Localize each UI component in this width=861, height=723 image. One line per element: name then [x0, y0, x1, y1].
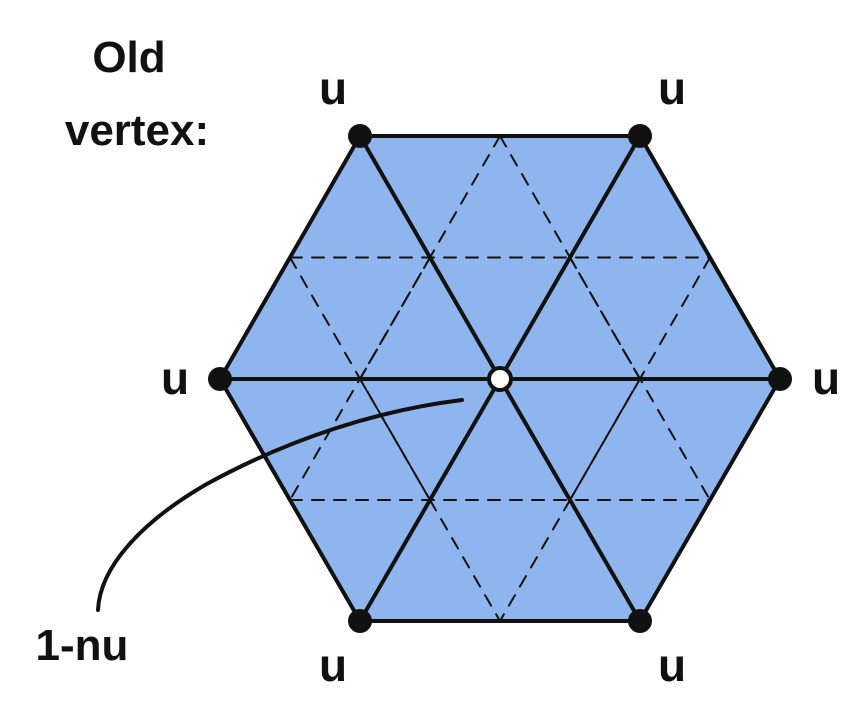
diagram-labels: Old vertex: u u u u u u 1-nu [36, 33, 841, 691]
center-weight-label: 1-nu [36, 621, 129, 670]
vertex-top-right [628, 124, 652, 148]
vertex-top-left [348, 124, 372, 148]
vertex-label-right: u [812, 352, 840, 404]
dashed-line-top-1 [429, 135, 501, 259]
vertex-label-left: u [161, 352, 189, 404]
spoke-bottom-left [358, 377, 502, 623]
vertex-label-top-left: u [319, 62, 347, 114]
dashed-subdivision-lines [289, 135, 711, 622]
dashed-line-bottom-1 [429, 499, 501, 622]
dashed-line-top-2 [499, 135, 571, 259]
vertex-label-bottom-left: u [319, 639, 347, 691]
vertex-label-bottom-right: u [658, 639, 686, 691]
spoke-bottom-right [498, 377, 642, 623]
center-vertex [487, 366, 513, 392]
title-line-1: Old [92, 33, 165, 82]
vertex-right [768, 367, 792, 391]
spoke-top-left [358, 134, 502, 381]
dashed-line-bottom-2 [499, 499, 571, 622]
vertex-bottom-right [628, 609, 652, 633]
pointer-curve [96, 398, 464, 612]
dashed-line-center-right [569, 256, 641, 380]
vertex-left [208, 367, 232, 391]
vertex-bottom-left [348, 609, 372, 633]
dashed-line-center-right-lower [569, 378, 641, 501]
title-line-2: vertex: [65, 106, 209, 155]
dashed-line-center-left [359, 256, 431, 380]
dashed-line-center-left-lower [359, 378, 431, 501]
spoke-top-right [498, 134, 642, 381]
vertex-markers [208, 124, 792, 633]
vertex-label-top-right: u [658, 62, 686, 114]
